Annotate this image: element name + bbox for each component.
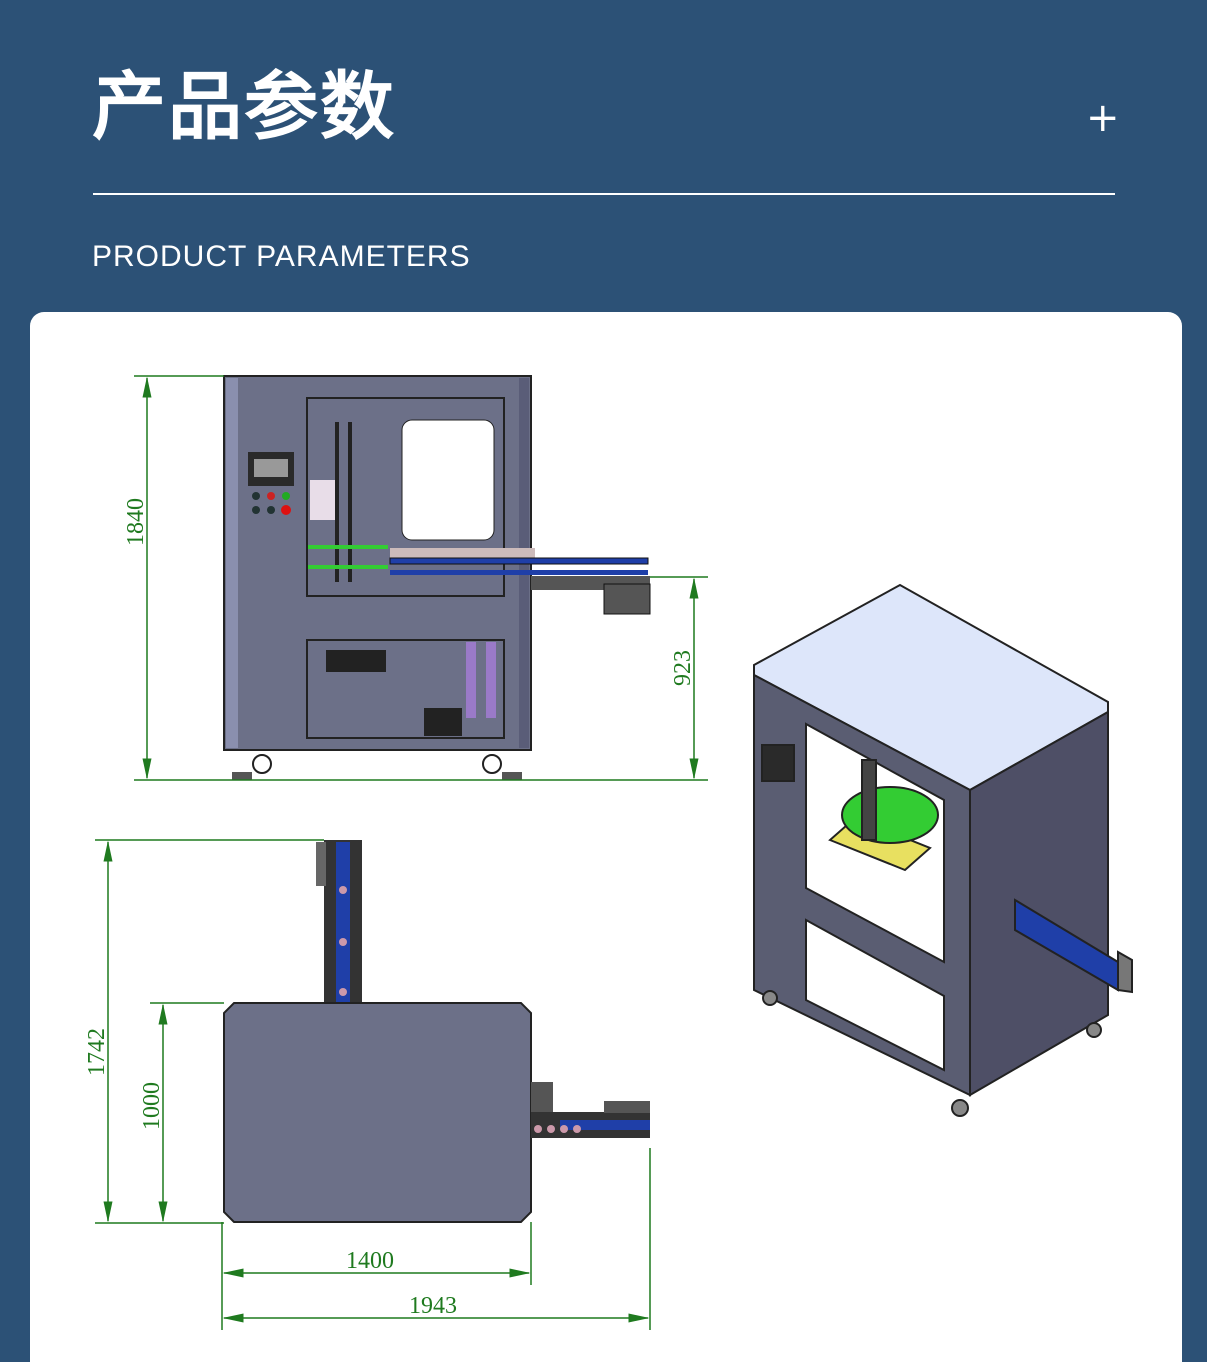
dimension-conveyor-height: 923	[670, 650, 696, 686]
dimension-height-total: 1840	[123, 498, 149, 546]
plus-icon[interactable]: +	[1086, 95, 1120, 141]
page-subtitle: PRODUCT PARAMETERS	[92, 240, 471, 273]
dimension-depth-body: 1000	[139, 1082, 165, 1130]
front-view-dimensions	[134, 375, 708, 781]
divider	[93, 193, 1115, 195]
dimension-width-total: 1943	[409, 1293, 457, 1319]
page-title: 产品参数	[92, 64, 396, 150]
front-view	[223, 375, 651, 780]
dimension-width-body: 1400	[346, 1248, 394, 1274]
isometric-view	[753, 583, 1133, 1117]
top-view-dimensions	[95, 839, 651, 1330]
dimension-depth-total: 1742	[84, 1028, 110, 1076]
top-view	[223, 840, 650, 1223]
